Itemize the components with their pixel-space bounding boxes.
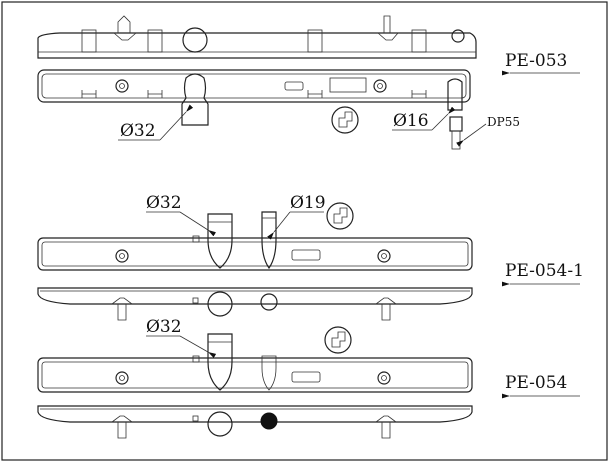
- part-pe-054: Ø32 PE-054: [37, 317, 580, 439]
- tank-side-profile: [37, 287, 473, 321]
- callout-diameter-16: Ø16: [393, 111, 429, 131]
- accessory-label-dp55: DP55: [487, 115, 520, 129]
- tank-side-profile: [37, 405, 473, 439]
- section-symbol-icon: [331, 106, 359, 134]
- callout-diameter-19: Ø19: [290, 193, 326, 213]
- part-code-label: PE-054: [505, 373, 567, 393]
- callout-diameter-32: Ø32: [146, 317, 182, 337]
- callout-diameter-32: Ø32: [146, 193, 182, 213]
- tank-plate-top-view: [37, 333, 473, 393]
- part-pe-053: Ø32 Ø16 DP55 PE-053: [37, 15, 580, 150]
- part-code-label: PE-053: [505, 51, 567, 71]
- part-pe-054-1: Ø32 Ø19 PE-054-1: [37, 193, 584, 321]
- tank-plate-top-view: [37, 69, 471, 150]
- tank-side-profile: [37, 15, 477, 59]
- callout-diameter-32: Ø32: [120, 121, 156, 141]
- section-symbol-icon: [326, 202, 354, 230]
- tank-plate-top-view: [37, 211, 473, 271]
- section-symbol-icon: [324, 326, 352, 354]
- part-code-label: PE-054-1: [505, 261, 584, 281]
